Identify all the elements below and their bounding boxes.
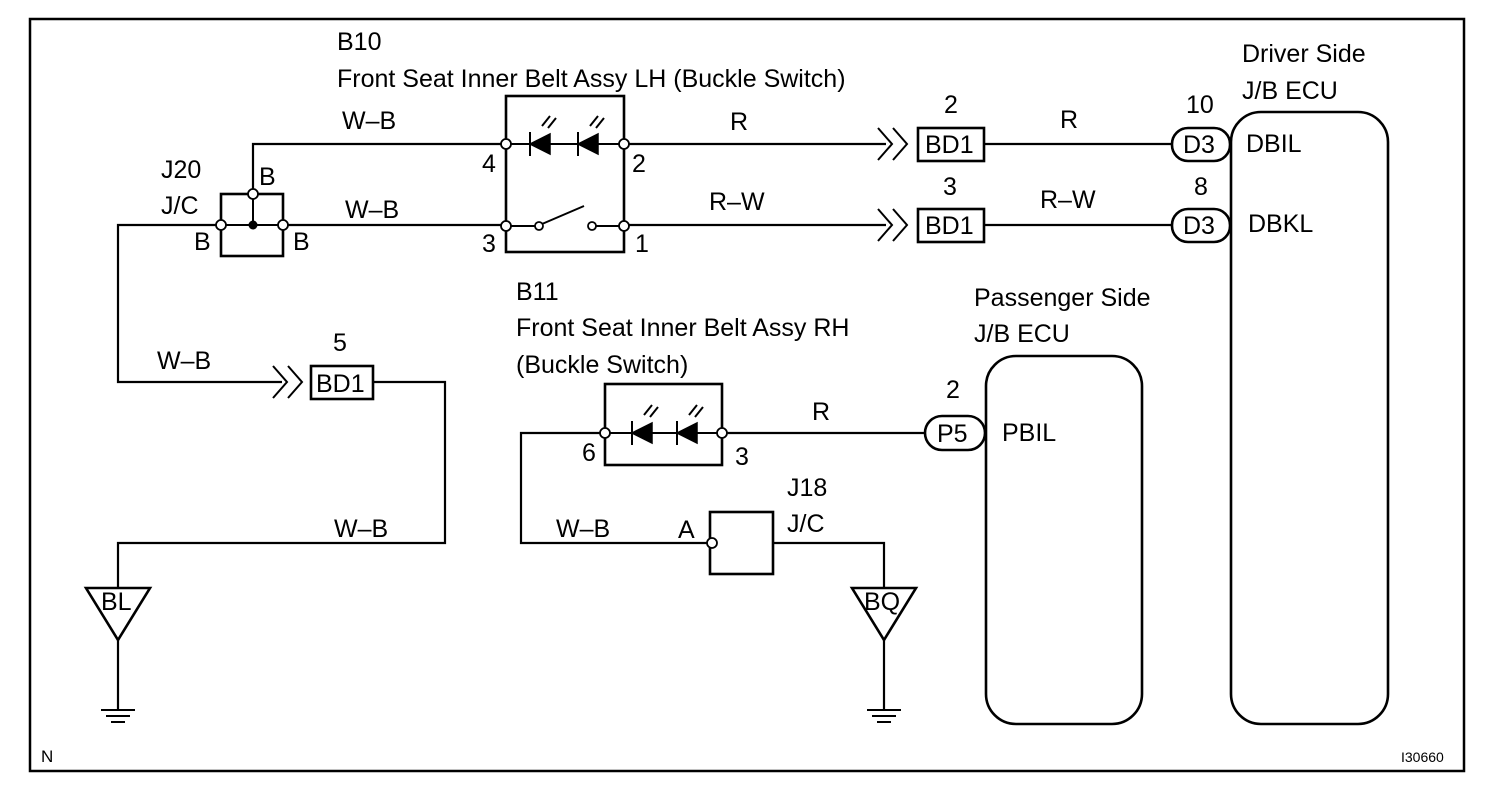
ground-label: BL <box>101 588 132 616</box>
connector-label: D3 <box>1183 131 1215 159</box>
j18-junction: J18 J/C A <box>678 474 827 576</box>
connector-label: BD1 <box>316 370 365 398</box>
j20-pin-label: B <box>293 228 310 256</box>
ground-bq: BQ <box>849 586 919 723</box>
b11-body <box>603 382 724 467</box>
b10-id: B10 <box>337 28 381 56</box>
j18-pin-a <box>706 537 718 549</box>
b11-led-icon <box>630 404 704 445</box>
p5-connector: 2 P5 <box>923 376 987 452</box>
b11-pin-label: 3 <box>735 443 749 471</box>
ecu-title: J/B ECU <box>974 320 1070 348</box>
b10-pin-2 <box>618 138 630 150</box>
b10-pin-3 <box>500 220 512 232</box>
wire-color-label: R <box>812 398 830 426</box>
wire-color-label: R–W <box>1040 186 1096 214</box>
ground-symbol-icon <box>101 709 135 723</box>
ecu-terminal-label: DBIL <box>1246 130 1302 158</box>
b11-component: B11 Front Seat Inner Belt Assy RH (Buckl… <box>516 278 849 471</box>
b10-pin-1 <box>618 220 630 232</box>
connector-label: BD1 <box>925 212 974 240</box>
connector-pin-number: 8 <box>1194 173 1208 201</box>
passenger-side-ecu: Passenger Side J/B ECU PBIL <box>974 284 1151 726</box>
b11-name: (Buckle Switch) <box>516 351 688 379</box>
connector-pin-number: 3 <box>943 173 957 201</box>
b11-name: Front Seat Inner Belt Assy RH <box>516 314 849 342</box>
figure-code: I30660 <box>1401 749 1444 765</box>
j20-pin-label: B <box>259 163 276 191</box>
ecu-body <box>1229 110 1390 726</box>
j20-pin-left <box>215 219 227 231</box>
ground-point-icon <box>849 586 919 643</box>
bd1-connector-mid: 3 BD1 <box>877 173 986 244</box>
wire-color-label: R <box>730 108 748 136</box>
bd1-connector-low: 5 BD1 <box>272 329 375 401</box>
wire-color-label: R–W <box>709 188 765 216</box>
ground-symbol-icon <box>867 709 901 723</box>
bd1-connector-top: 2 BD1 <box>877 91 986 163</box>
wiring-lower <box>116 380 886 588</box>
b11-pin-3 <box>716 427 728 439</box>
driver-side-ecu: Driver Side J/B ECU DBIL DBKL <box>1229 40 1390 726</box>
connector-pin-number: 2 <box>944 91 958 119</box>
connector-label: BD1 <box>925 131 974 159</box>
wire-color-label: W–B <box>334 515 388 543</box>
b10-pin-label: 3 <box>482 230 496 258</box>
b10-pin-label: 1 <box>635 230 649 258</box>
j20-pin-label: B <box>194 228 211 256</box>
connector-label: P5 <box>937 420 968 448</box>
b10-body <box>504 94 626 254</box>
b11-pin-6 <box>599 427 611 439</box>
ground-label: BQ <box>864 588 900 616</box>
d3-connector-top: 10 D3 <box>1170 91 1232 163</box>
j18-type: J/C <box>787 510 825 538</box>
ecu-terminal-label: DBKL <box>1248 210 1313 238</box>
wire-color-label: R <box>1060 106 1078 134</box>
connector-pin-number: 5 <box>333 329 347 357</box>
ecu-title: Passenger Side <box>974 284 1151 312</box>
connector-label: D3 <box>1183 212 1215 240</box>
j20-pin-top <box>247 188 259 200</box>
j20-junction: J20 J/C B B B <box>161 156 310 258</box>
j20-splice-dot <box>248 220 258 230</box>
connector-pin-number: 10 <box>1186 91 1214 119</box>
j20-pin-right <box>277 219 289 231</box>
ground-bl: BL <box>83 586 153 723</box>
bd1-box <box>916 126 986 163</box>
ground-point-icon <box>83 586 153 643</box>
b10-pin-label: 4 <box>482 150 496 178</box>
b10-pin-4 <box>500 138 512 150</box>
ecu-terminal-label: PBIL <box>1002 419 1056 447</box>
corner-label: N <box>41 747 53 766</box>
wire-color-label: W–B <box>345 196 399 224</box>
b11-id: B11 <box>516 278 559 306</box>
j18-body <box>708 510 775 576</box>
j18-id: J18 <box>787 474 827 502</box>
b10-name: Front Seat Inner Belt Assy LH (Buckle Sw… <box>337 65 846 93</box>
j20-type: J/C <box>161 192 199 220</box>
ecu-title: Driver Side <box>1242 40 1366 68</box>
diagram-frame <box>28 17 1466 773</box>
b10-pin-label: 2 <box>632 150 646 178</box>
wire-color-label: W–B <box>342 107 396 135</box>
wiring-upper <box>116 142 1172 384</box>
wire-color-label: W–B <box>556 515 610 543</box>
d3-connector-mid: 8 D3 <box>1170 173 1232 244</box>
connector-pin-number: 2 <box>946 376 960 404</box>
b10-component: B10 Front Seat Inner Belt Assy LH (Buckl… <box>337 28 846 258</box>
b10-led-icon <box>528 115 605 156</box>
wire-color-label: W–B <box>157 347 211 375</box>
bd1-box <box>916 207 986 244</box>
j20-id: J20 <box>161 156 201 184</box>
ecu-title: J/B ECU <box>1242 77 1338 105</box>
b11-pin-label: 6 <box>582 439 596 467</box>
j18-pin-label: A <box>678 516 695 544</box>
ecu-body <box>984 354 1144 726</box>
